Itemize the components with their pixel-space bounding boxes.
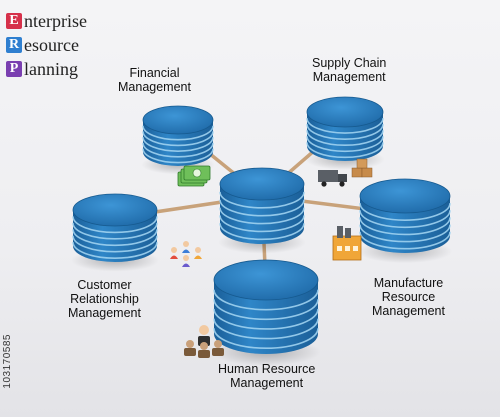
label-manufacture-line-3: Management [372, 304, 445, 318]
database-human-resource [211, 259, 321, 366]
label-supply-chain-line-2: Management [312, 70, 386, 84]
erp-title: E nterprise R esource P lanning [6, 10, 87, 82]
label-customer: Customer Relationship Management [68, 278, 141, 320]
erp-title-line-3: P lanning [6, 58, 87, 80]
team-icon [170, 241, 202, 267]
label-financial-line-1: Financial [129, 66, 180, 80]
erp-word-rest-1: nterprise [24, 10, 87, 31]
erp-title-line-1: E nterprise [6, 10, 87, 32]
label-customer-line-3: Management [68, 306, 141, 320]
label-human-resource: Human Resource Management [218, 362, 315, 390]
erp-word-rest-3: lanning [24, 58, 78, 79]
database-manufacture [357, 178, 453, 264]
label-supply-chain: Supply Chain Management [312, 56, 386, 84]
label-financial-line-2: Management [118, 80, 191, 94]
erp-letter-e: E [6, 13, 22, 29]
delivery-truck-icon [318, 158, 373, 187]
image-id: 103170585 [2, 334, 13, 389]
label-manufacture: Manufacture Resource Management [372, 276, 445, 318]
factory-icon [332, 226, 362, 261]
label-human-resource-line-1: Human Resource [218, 362, 316, 376]
label-financial: Financial Management [118, 66, 191, 94]
erp-word-rest-2: esource [24, 34, 79, 55]
label-manufacture-line-1: Manufacture [373, 276, 444, 290]
label-customer-line-1: Customer [77, 278, 132, 292]
business-meeting-icon [184, 325, 224, 358]
database-supply-chain [305, 96, 385, 170]
label-customer-line-2: Relationship [70, 292, 139, 306]
erp-title-line-2: R esource [6, 34, 87, 56]
database-financial [141, 105, 215, 175]
erp-letter-r: R [6, 37, 22, 53]
erp-letter-p: P [6, 61, 22, 77]
label-supply-chain-line-1: Supply Chain [312, 56, 387, 70]
label-manufacture-line-2: Resource [381, 290, 436, 304]
money-icon [177, 165, 211, 187]
database-customer [70, 193, 160, 272]
label-human-resource-line-2: Management [230, 376, 304, 390]
database-central [217, 167, 307, 254]
